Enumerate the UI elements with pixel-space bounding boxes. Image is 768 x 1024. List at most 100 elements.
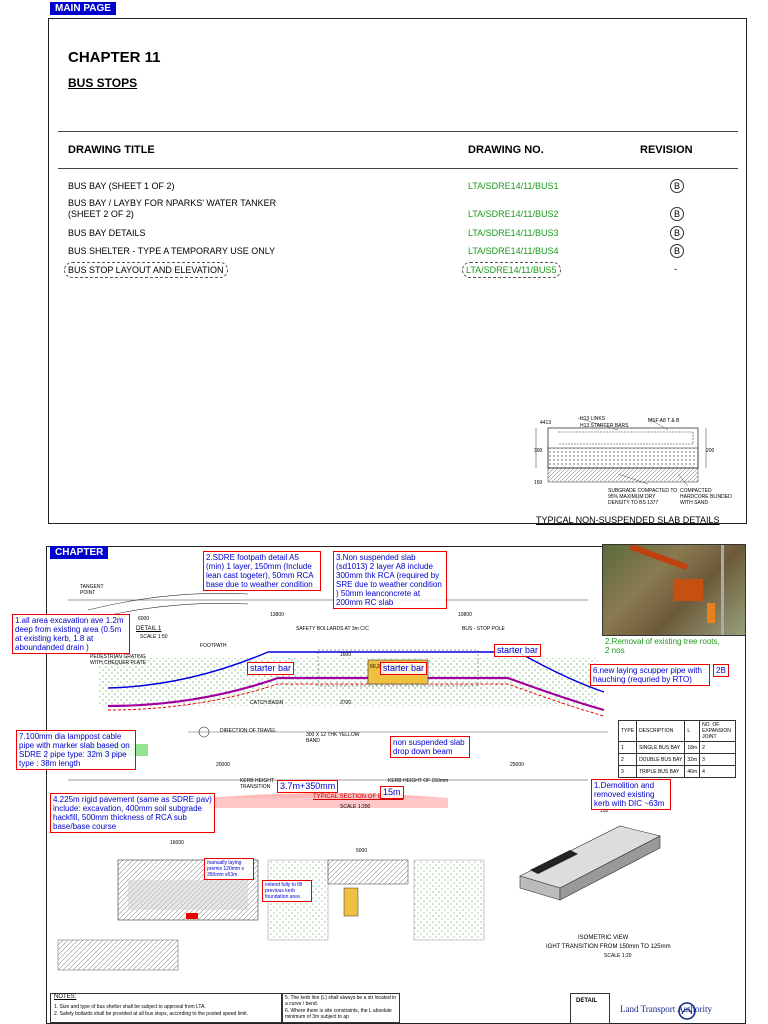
- dim-label: 1600: [340, 652, 352, 658]
- direction-label: DIRECTION OF TRAVEL: [220, 728, 277, 734]
- slab-label: 150: [534, 480, 543, 486]
- annotation-footpath: 2.SDRE footpath detail A5 (min) 1 layer,…: [203, 551, 321, 591]
- title-block-cell: [570, 993, 610, 1024]
- annotation-tree-roots: 2.Removal of existing tree roots, 2 nos: [605, 637, 720, 655]
- annotation-pavement: 4.225m rigid pavement (same as SDRE pav)…: [50, 793, 215, 833]
- annotation-demolition: 1.Demolition and removed existing kerb w…: [591, 779, 671, 810]
- safety-bollards-label: SAFETY BOLLARDS AT 3m C/C: [296, 626, 369, 632]
- pedestrian-grating-label: PEDESTRIAN GRATING WITH CHEQUER PLATE: [90, 654, 147, 666]
- notes-heading: NOTES:: [54, 994, 77, 1000]
- annotation-drop-beam: non suspended slab drop down beam: [390, 736, 470, 758]
- footpath-label: FOOTPATH: [200, 643, 227, 649]
- annotation-scupper: 6.new laying scupper pipe with hauching …: [590, 664, 710, 686]
- drawing-link[interactable]: LTA/SDRE14/11/BUS2: [468, 209, 559, 219]
- dimension-note: 3.7m+350mm: [277, 780, 339, 793]
- dim-label: 10800: [458, 612, 472, 618]
- table-cell: 2: [699, 741, 737, 754]
- main-page-button[interactable]: MAIN PAGE: [50, 2, 116, 15]
- isometric-kerb-drawing: [519, 825, 661, 901]
- revision-badge: B: [670, 244, 684, 258]
- dim-label: 150: [600, 808, 609, 814]
- revision-badge: B: [670, 207, 684, 221]
- drawing-link[interactable]: LTA/SDRE14/11/BUS4: [468, 246, 559, 256]
- slab-label: 200: [706, 448, 715, 454]
- table-cell: 46m: [684, 765, 701, 778]
- revision-dash: -: [674, 264, 677, 274]
- annotation-slab: 3.Non suspended slab (sd1013) 2 layer A8…: [333, 551, 447, 609]
- tangent-label: TANGENT POINT: [80, 584, 104, 596]
- starter-bar-label: starter bar: [380, 662, 428, 675]
- table-header: NO. OF EXPANSION JOINT: [699, 720, 737, 742]
- starter-bar-label: starter bar: [494, 644, 542, 657]
- index-page: [48, 18, 747, 524]
- note-line: 5. The kerb line (L) shall always be a s…: [285, 995, 397, 1007]
- annotation-premix: manually laying premix 120mm x 350mm x63…: [204, 858, 254, 880]
- table-cell: 4: [699, 765, 737, 778]
- bus-stop-pole-label: BUS - STOP POLE: [462, 626, 505, 632]
- col-drawing-title: DRAWING TITLE: [68, 144, 155, 156]
- dim-label: 3700: [340, 700, 352, 706]
- annotation-extend: extend fully to fill previous kerb found…: [262, 880, 312, 902]
- typical-section-title: TYPICAL SECTION OF BUS BAY: [313, 794, 404, 800]
- row-title: BUS BAY DETAILS: [68, 228, 146, 238]
- note-line: 2. Safety bollards shall be provided at …: [54, 1011, 249, 1017]
- table-row: 3 TRIPLE BUS BAY 46m 4: [617, 765, 737, 778]
- col-drawing-no: DRAWING NO.: [468, 144, 544, 156]
- dim-label: 6000: [138, 616, 150, 622]
- slab-label: SUBGRADE COMPACTED TO 95% MAXIMUM DRY DE…: [608, 488, 678, 506]
- slab-label: 4413: [540, 420, 552, 426]
- table-cell: DOUBLE BUS BAY: [636, 753, 686, 766]
- iso-scale: SCALE 1:20: [604, 953, 632, 959]
- table-cell: 1: [617, 741, 638, 754]
- catch-basin-label: CATCH BASIN: [250, 700, 284, 706]
- table-header: L: [684, 720, 701, 742]
- table-cell: 3: [699, 753, 737, 766]
- yellow-band-label: 300 X 12 THK YELLOW BAND: [306, 732, 360, 744]
- dim-label: 5000: [356, 848, 368, 854]
- row-title: BUS BAY / LAYBY FOR NPARKS' WATER TANKER: [68, 198, 277, 208]
- notes-box: [50, 993, 282, 1023]
- dim-label: 25000: [510, 762, 524, 768]
- table-cell: TRIPLE BUS BAY: [636, 765, 686, 778]
- divider: [58, 131, 738, 132]
- section-title: BUS STOPS: [68, 76, 138, 90]
- slab-detail-drawing: [535, 417, 707, 487]
- table-row: 2 DOUBLE BUS BAY 32m 3: [617, 753, 737, 766]
- detail-block-label: DETAIL: [576, 998, 598, 1004]
- chapter-button[interactable]: CHAPTER: [50, 546, 109, 559]
- note-line: 1. Size and type of bus shelter shall be…: [54, 1004, 206, 1010]
- annotation-excavation: 1.all area excavation ave 1.2m deep from…: [12, 614, 130, 654]
- slab-label: 300: [534, 448, 543, 454]
- slab-detail-title: TYPICAL NON-SUSPENDED SLAB DETAILS: [536, 515, 720, 525]
- dim-label: 13800: [270, 612, 284, 618]
- dim-label: 16000: [170, 840, 184, 846]
- row-title: BUS BAY (SHEET 1 OF 2): [68, 181, 175, 191]
- col-revision: REVISION: [640, 144, 693, 156]
- row-title: BUS SHELTER - TYPE A TEMPORARY USE ONLY: [68, 246, 276, 256]
- table-header: DESCRIPTION: [636, 720, 686, 742]
- table-cell: 2: [617, 753, 638, 766]
- divider: [58, 168, 738, 169]
- row-title: BUS STOP LAYOUT AND ELEVATION: [64, 262, 228, 278]
- isometric-title: ISOMETRIC VIEW: [578, 935, 629, 941]
- slab-label: H13 STARTER BARS: [580, 423, 629, 429]
- table-row: 1 SINGLE BUS BAY 18m 2: [617, 741, 737, 754]
- section-scale: SCALE 1:200: [340, 804, 371, 810]
- slab-label: H13 LINKS: [580, 416, 606, 422]
- row-title-line2: (SHEET 2 OF 2): [68, 209, 134, 219]
- height-transition-title: IGHT TRANSITION FROM 150mm TO 125mm: [546, 944, 671, 950]
- notes-box: [282, 993, 400, 1023]
- site-photo: [602, 544, 746, 636]
- table-header: TYPE: [617, 720, 638, 742]
- lta-logo: Land Transport Authority: [620, 1004, 713, 1014]
- kerb-height-label: KERB HEIGHT OF 150mm: [388, 778, 449, 784]
- revision-badge: B: [670, 226, 684, 240]
- table-cell: 32m: [684, 753, 701, 766]
- table-cell: 3: [617, 765, 638, 778]
- drawing-link[interactable]: LTA/SDRE14/11/BUS1: [468, 181, 559, 191]
- drawing-link[interactable]: LTA/SDRE14/11/BUS3: [468, 228, 559, 238]
- drawing-link[interactable]: LTA/SDRE14/11/BUS5: [462, 262, 561, 278]
- annotation-2b: 2B: [713, 664, 729, 677]
- revision-badge: B: [670, 179, 684, 193]
- starter-bar-label: starter bar: [247, 662, 295, 675]
